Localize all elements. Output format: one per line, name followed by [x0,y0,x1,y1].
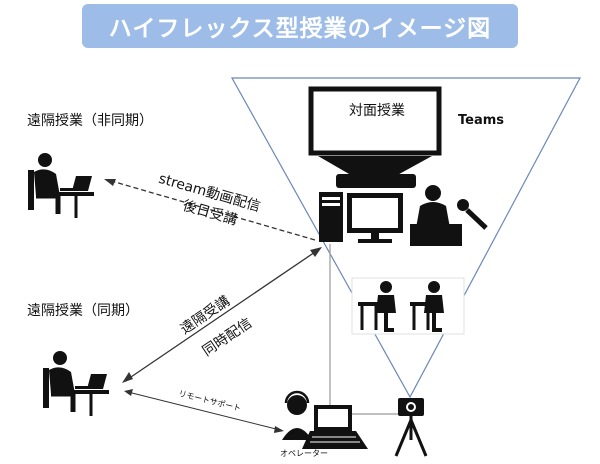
screen-frame [308,86,442,156]
screen-label: 対面授業 [349,103,405,119]
support-arrowhead-end [274,426,284,433]
laptop-icon [302,405,368,449]
remote-support-arrow [127,391,281,431]
title-text: ハイフレックス型授業のイメージ図 [108,16,492,42]
projector [336,174,416,188]
stream-arrowhead [104,179,116,186]
classroom-students-icon [351,277,465,335]
student-sync-icon [43,351,109,416]
remote-async-label: 遠隔授業（非同期） [27,113,153,129]
operator-headset-icon [282,390,312,440]
projector-beam [318,156,432,178]
support-arrowhead-start [124,389,133,396]
student-async-icon [28,153,94,218]
teams-label: Teams [458,113,505,128]
operator-label: オペレーター [280,449,328,458]
sync-arrow [127,249,319,380]
stream-arrow [107,179,316,241]
camera-tripod-icon [394,398,428,457]
title-banner: ハイフレックス型授業のイメージ図 [82,4,518,48]
microphone-icon [457,199,488,230]
remote-sync-label: 遠隔授業（同期） [27,303,139,319]
teacher-at-podium-icon [410,185,462,246]
sync-arrowhead-start [122,372,133,383]
sync-arrowhead-end [310,247,322,257]
desktop-computer-icon [319,192,403,243]
